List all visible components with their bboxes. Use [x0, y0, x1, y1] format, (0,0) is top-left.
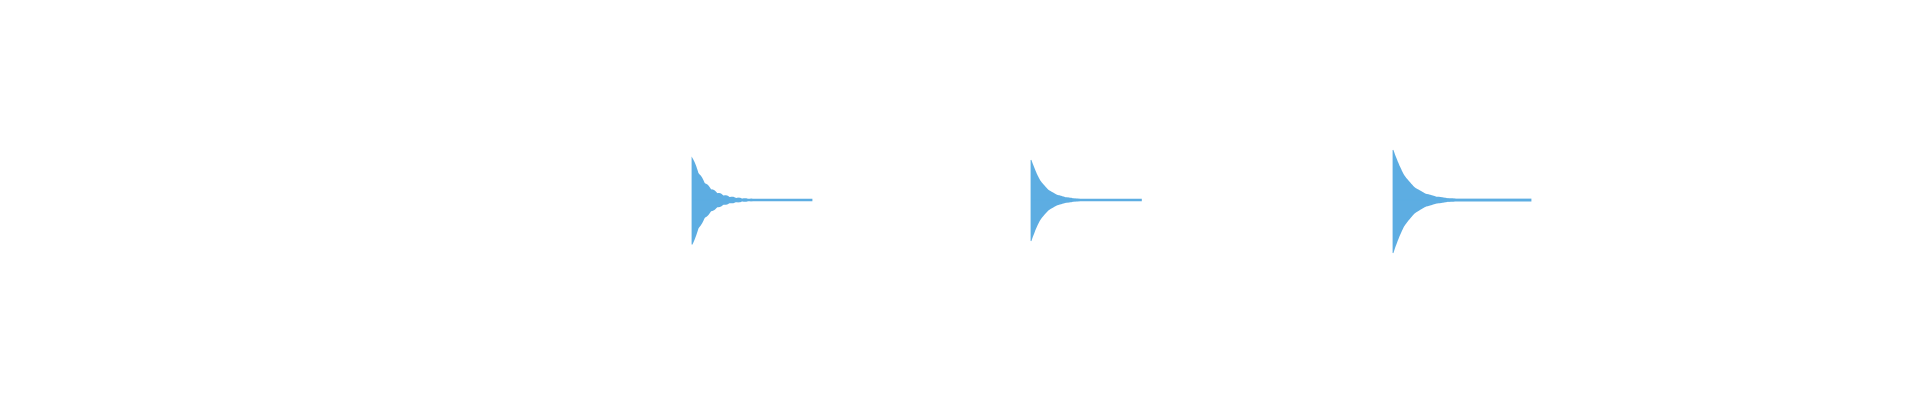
waveform-shape: [691, 156, 813, 245]
waveform-clip-2[interactable]: [1030, 159, 1142, 242]
waveform-clip-1[interactable]: [691, 156, 813, 245]
waveform-clip-3[interactable]: [1392, 149, 1532, 254]
waveform-shape: [1392, 149, 1532, 254]
